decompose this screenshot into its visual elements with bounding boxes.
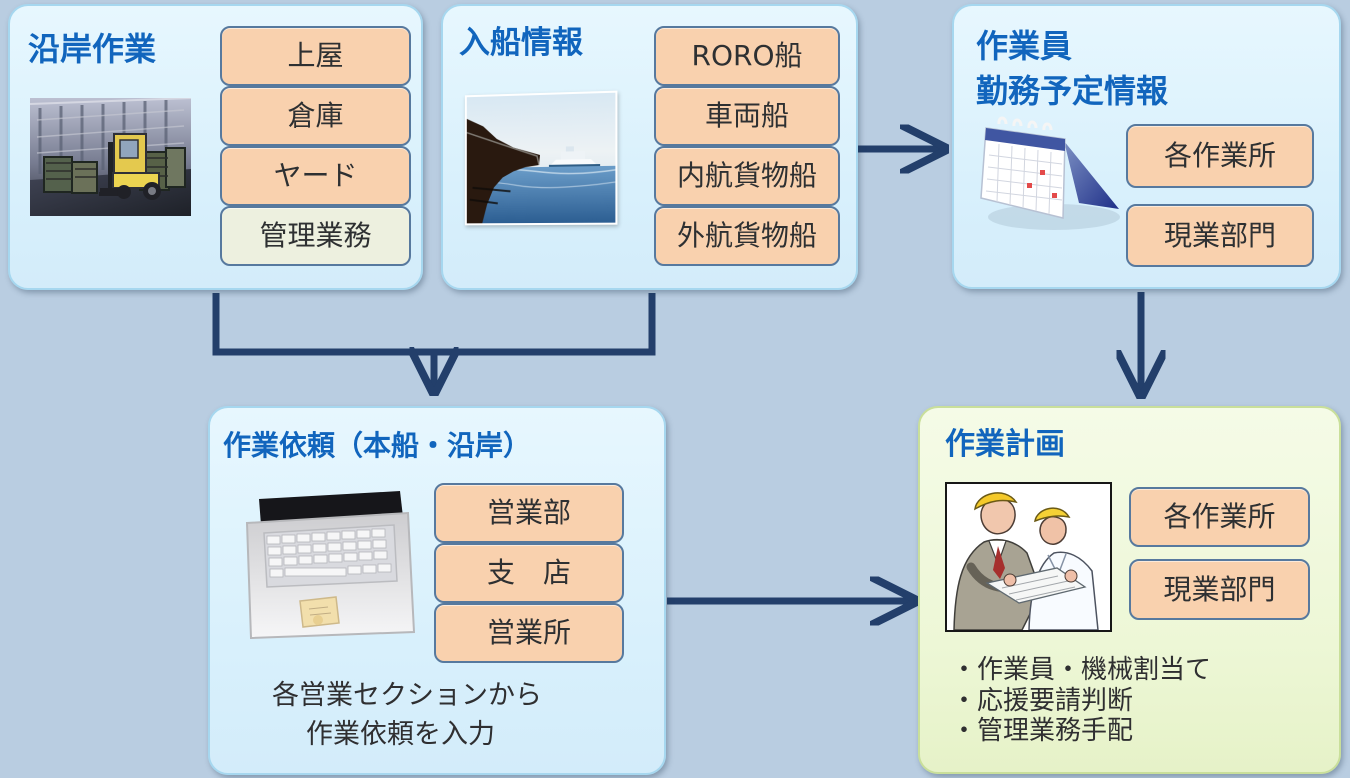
staff-item-work-sites: 各作業所	[1126, 124, 1314, 188]
work-request-panel: 作業依頼（本船・沿岸）	[208, 406, 666, 775]
arrival-item-domestic-cargo: 内航貨物船	[654, 146, 840, 206]
work-plan-panel: 作業計画 各作業所 現業部門 作業員・機械割	[918, 406, 1341, 774]
plan-note-management-arrangement: 管理業務手配	[951, 716, 1211, 747]
plan-item-work-sites: 各作業所	[1129, 487, 1310, 547]
request-note-line-2: 作業依頼を入力	[306, 719, 495, 750]
request-item-sales-office: 営業所	[434, 603, 624, 663]
connector-arrival-to-request	[434, 293, 656, 356]
arrival-item-vehicle-ship: 車両船	[654, 86, 840, 146]
work-plan-title: 作業計画	[945, 427, 1065, 462]
laptop-keyboard-illustration	[243, 491, 415, 639]
coastal-item-management: 管理業務	[220, 206, 411, 266]
request-item-sales-dept: 営業部	[434, 483, 624, 543]
arrival-item-foreign-cargo: 外航貨物船	[654, 206, 840, 266]
coastal-work-title: 沿岸作業	[28, 30, 157, 68]
plan-item-field-department: 現業部門	[1129, 559, 1310, 620]
forklift-warehouse-illustration	[30, 98, 191, 216]
staff-item-field-department: 現業部門	[1126, 204, 1314, 267]
coastal-item-yard: ヤード	[220, 146, 411, 206]
engineers-with-helmets-icon	[947, 484, 1110, 630]
arrival-item-roro: RORO船	[654, 26, 840, 86]
staff-schedule-title-line-2: 勤務予定情報	[976, 72, 1169, 110]
coastal-item-warehouse: 倉庫	[220, 86, 411, 146]
coastal-item-shed: 上屋	[220, 26, 411, 86]
cargo-ship-icon	[467, 92, 616, 224]
plan-note-staff-machine-allocation: 作業員・機械割当て	[951, 655, 1211, 686]
connector-coastal-to-request	[212, 293, 434, 356]
arrival-info-panel: 入船情報	[441, 4, 858, 290]
arrival-info-title: 入船情報	[459, 25, 583, 61]
cargo-ship-photo	[464, 90, 618, 226]
engineers-illustration	[945, 482, 1112, 632]
staff-schedule-panel: 作業員 勤務予定情報	[952, 4, 1341, 289]
laptop-icon	[245, 491, 415, 639]
work-request-title: 作業依頼（本船・沿岸）	[223, 429, 532, 462]
plan-notes: 作業員・機械割当て 応援要請判断 管理業務手配	[951, 655, 1211, 747]
calendar-illustration	[968, 106, 1126, 241]
request-note-line-1: 各営業セクションから	[272, 680, 542, 711]
staff-schedule-title-line-1: 作業員	[976, 27, 1073, 65]
plan-note-support-request-judgment: 応援要請判断	[951, 686, 1211, 717]
forklift-warehouse-icon	[30, 98, 191, 216]
calendar-icon	[980, 116, 1120, 230]
request-item-branch: 支 店	[434, 543, 624, 603]
coastal-work-panel: 沿岸作業	[8, 4, 423, 290]
